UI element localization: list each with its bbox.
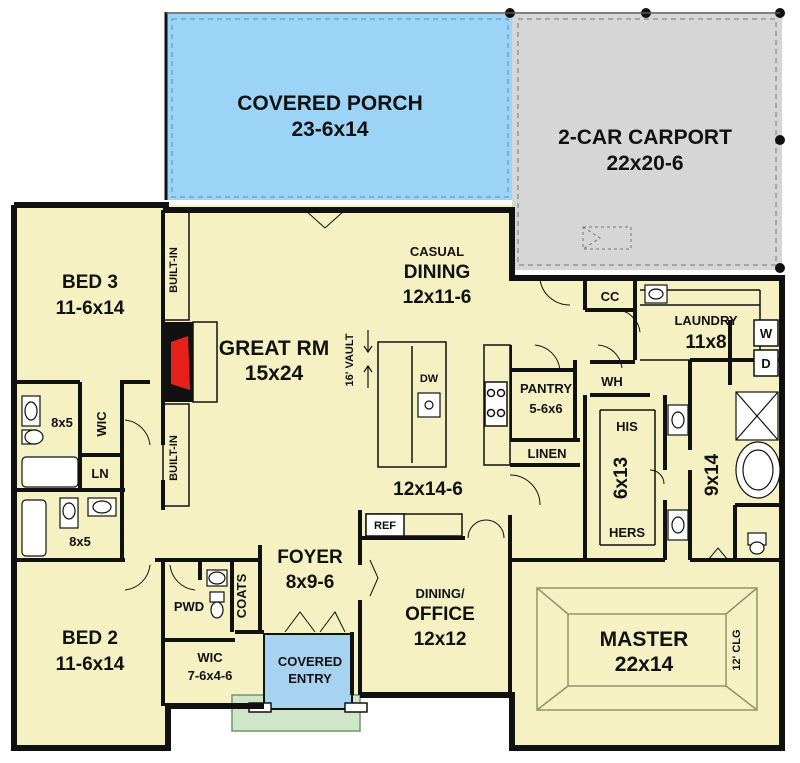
fridge-counter <box>365 513 463 537</box>
bed3-name: BED 3 <box>62 272 118 293</box>
great-room-size: 15x24 <box>245 362 304 385</box>
cc-label: CC <box>601 289 620 304</box>
casual-dining-size: 12x11-6 <box>403 287 472 308</box>
dishwasher-label: DW <box>420 373 439 385</box>
covered-entry-line1: COVERED <box>278 654 342 669</box>
porch-dashed-outline <box>171 18 509 198</box>
covered-porch-name: COVERED PORCH <box>237 92 423 115</box>
refrigerator-label: REF <box>374 520 396 532</box>
pantry-name: PANTRY <box>520 381 572 396</box>
washer-label: W <box>760 326 773 341</box>
lower-bath-size: 8x5 <box>69 534 91 549</box>
dining-office-size: 12x12 <box>414 629 467 650</box>
upper-wic-label: WIC <box>94 411 109 437</box>
fireplace <box>165 321 218 403</box>
carport-area <box>512 14 782 270</box>
master-tray-ceiling <box>536 587 758 711</box>
wic-lower-name: WIC <box>197 650 223 665</box>
covered-entry-line2: ENTRY <box>288 671 332 686</box>
bed2-size: 11-6x14 <box>56 654 125 675</box>
covered-entry-area <box>263 633 353 710</box>
foyer-name: FOYER <box>277 547 343 568</box>
vault-label: 16' VAULT <box>344 333 356 386</box>
covered-porch-area <box>166 14 512 200</box>
bed3-size: 11-6x14 <box>56 298 125 319</box>
his-label: HIS <box>616 419 638 434</box>
laundry-size: 11x8 <box>685 332 726 353</box>
bed2-name: BED 2 <box>62 628 118 649</box>
wh-label: WH <box>601 374 623 389</box>
kitchen-sink <box>417 392 441 418</box>
ln-label: LN <box>91 466 108 481</box>
wic-lower-size: 7-6x4-6 <box>188 668 233 683</box>
laundry-name: LAUNDRY <box>674 313 737 328</box>
washer-dryer <box>753 319 779 377</box>
hers-label: HERS <box>609 525 645 540</box>
carport-sloped-arrow <box>582 226 632 250</box>
covered-porch-size: 23-6x14 <box>291 118 368 141</box>
foyer-size: 8x9-6 <box>286 572 335 593</box>
pantry-size: 5-6x6 <box>529 401 562 416</box>
master-name: MASTER <box>600 628 689 651</box>
vault-marker <box>363 330 373 388</box>
kitchen-size: 12x14-6 <box>393 479 463 500</box>
great-room-name: GREAT RM <box>219 337 329 360</box>
dryer-label: D <box>761 356 770 371</box>
master-bath-size: 9x14 <box>702 453 723 496</box>
dining-office-label: DINING/ <box>415 586 465 601</box>
carport-name: 2-CAR CARPORT <box>558 126 732 149</box>
built-in-lower-label: BUILT-IN <box>168 435 180 481</box>
pwd-label: PWD <box>174 599 204 614</box>
door-swings <box>124 209 729 633</box>
built-in-cabinets <box>162 211 190 507</box>
kitchen-counter <box>483 344 511 466</box>
master-size: 22x14 <box>615 653 674 676</box>
carport-size: 22x20-6 <box>606 152 683 175</box>
dining-office-name: OFFICE <box>405 604 475 625</box>
casual-dining-name: DINING <box>404 262 471 283</box>
linen-label: LINEN <box>528 446 567 461</box>
coats-label: COATS <box>234 573 249 618</box>
master-closet-size: 6x13 <box>611 457 632 499</box>
casual-dining-label: CASUAL <box>410 244 464 259</box>
built-in-upper-label: BUILT-IN <box>168 247 180 293</box>
master-ceiling-note: 12' CLG <box>731 629 743 670</box>
upper-bath-size: 8x5 <box>51 415 73 430</box>
exterior-walls <box>11 202 785 751</box>
bath-fixtures <box>21 284 781 619</box>
